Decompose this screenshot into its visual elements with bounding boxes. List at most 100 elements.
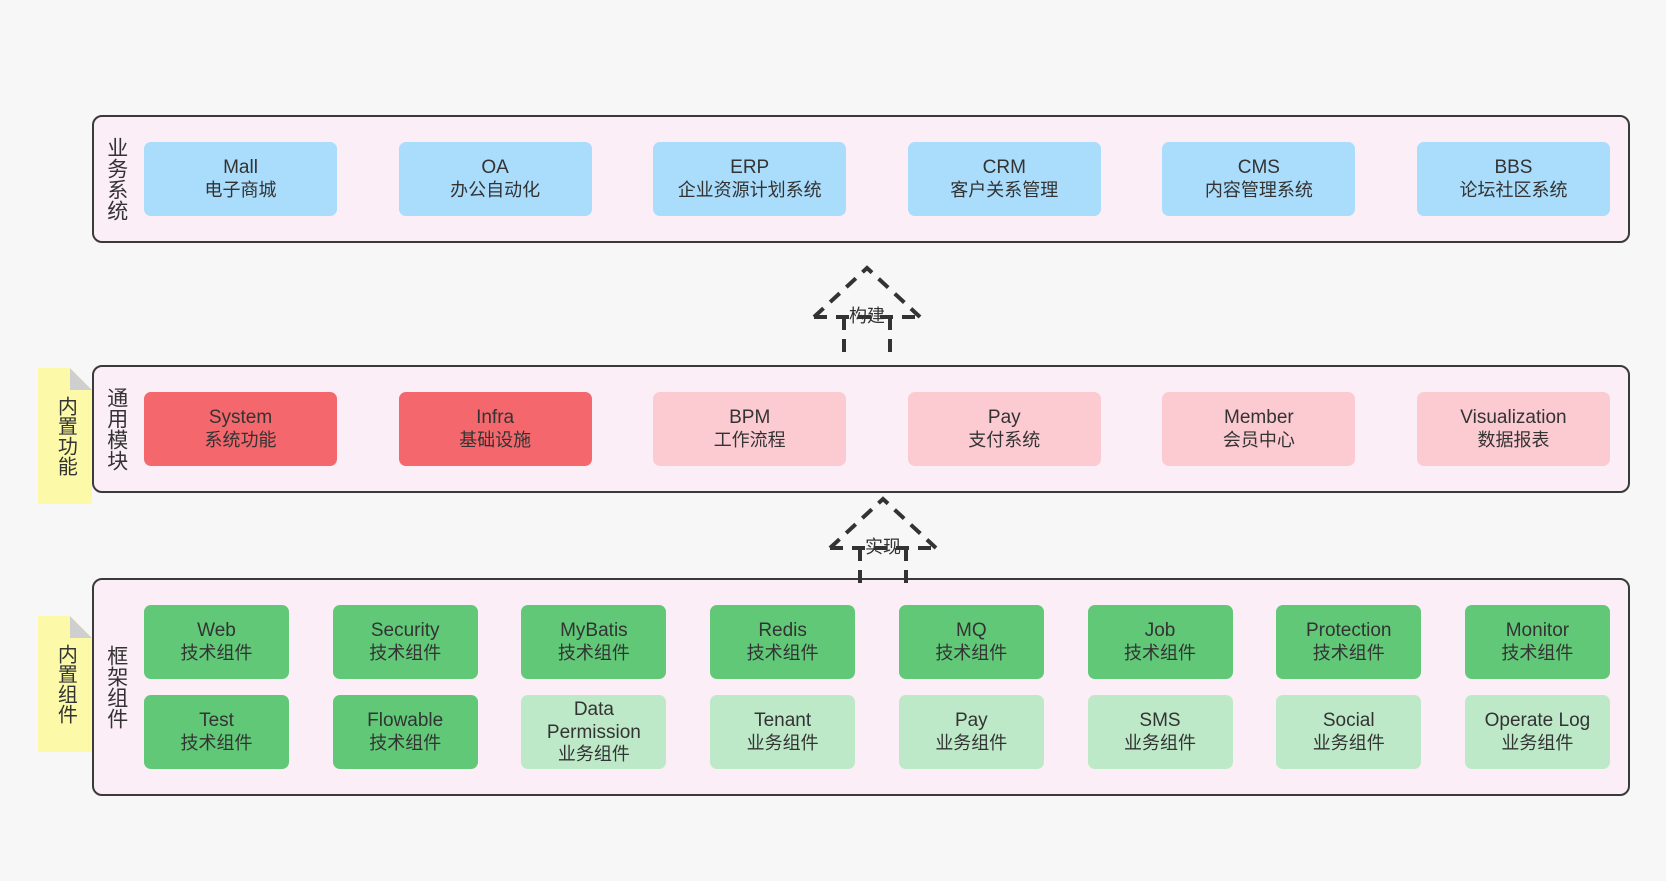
node-title: Visualization	[1460, 407, 1567, 429]
node-subtitle: 技术组件	[369, 642, 442, 663]
node-redis[interactable]: Redis 技术组件	[710, 605, 856, 679]
node-subtitle: 基础设施	[459, 429, 532, 450]
node-cms[interactable]: CMS 内容管理系统	[1162, 142, 1356, 216]
node-title: BBS	[1494, 157, 1533, 179]
node-title: BPM	[729, 407, 771, 429]
node-title: Infra	[476, 407, 515, 429]
node-mybatis[interactable]: MyBatis 技术组件	[521, 605, 667, 679]
node-title: OA	[481, 157, 509, 179]
node-subtitle: 业务组件	[1124, 732, 1197, 753]
node-title: Data Permission	[546, 698, 641, 744]
connector-build-label: 构建	[849, 306, 885, 326]
node-subtitle: 业务组件	[557, 744, 630, 765]
node-subtitle: 电子商城	[204, 179, 277, 200]
node-title: Security	[370, 620, 440, 642]
node-title: Social	[1322, 710, 1375, 732]
node-title: Pay	[954, 710, 988, 732]
node-subtitle: 会员中心	[1222, 429, 1295, 450]
node-subtitle: 论坛社区系统	[1459, 179, 1568, 200]
connector-build-icon	[812, 265, 922, 354]
node-infra[interactable]: Infra 基础设施	[398, 392, 592, 466]
node-flowable[interactable]: Flowable 技术组件	[332, 695, 478, 769]
node-title: SMS	[1139, 710, 1181, 732]
node-visualization[interactable]: Visualization 数据报表	[1416, 392, 1610, 466]
connector-implement: 实现	[808, 493, 958, 585]
node-mq[interactable]: MQ 技术组件	[898, 605, 1044, 679]
node-subtitle: 企业资源计划系统	[677, 179, 822, 200]
node-erp[interactable]: ERP 企业资源计划系统	[653, 142, 847, 216]
note-builtin-components: 内置组件	[38, 616, 92, 752]
node-title: Pay	[987, 407, 1021, 429]
node-title: Test	[199, 710, 234, 732]
layer-business-system: 业务系统 Mall 电子商城 OA 办公自动化 ERP 企业资源计划系统 CRM	[92, 115, 1630, 243]
node-title: Protection	[1305, 620, 1392, 642]
node-title: MQ	[956, 620, 987, 642]
node-row: Mall 电子商城 OA 办公自动化 ERP 企业资源计划系统 CRM 客户关系…	[144, 142, 1610, 216]
layer-common-module: 通用模块 System 系统功能 Infra 基础设施 BPM 工作流程 Pay	[92, 365, 1630, 493]
layer-framework-component: 框架组件 Web 技术组件 Security 技术组件 MyBatis 技术组件…	[92, 578, 1630, 796]
node-protection[interactable]: Protection 技术组件	[1276, 605, 1422, 679]
node-subtitle: 业务组件	[1501, 732, 1574, 753]
node-row: System 系统功能 Infra 基础设施 BPM 工作流程 Pay 支付系统…	[144, 392, 1610, 466]
node-job[interactable]: Job 技术组件	[1087, 605, 1233, 679]
node-test[interactable]: Test 技术组件	[144, 695, 289, 769]
note-label: 内置组件	[54, 644, 77, 724]
node-subtitle: 数据报表	[1477, 429, 1550, 450]
node-member[interactable]: Member 会员中心	[1162, 392, 1356, 466]
node-subtitle: 工作流程	[713, 429, 786, 450]
node-subtitle: 技术组件	[557, 642, 630, 663]
node-subtitle: 系统功能	[204, 429, 277, 450]
node-data-permission[interactable]: Data Permission 业务组件	[521, 695, 667, 769]
node-subtitle: 业务组件	[935, 732, 1008, 753]
node-web[interactable]: Web 技术组件	[144, 605, 289, 679]
node-title: Flowable	[367, 710, 444, 732]
node-title: CMS	[1237, 157, 1280, 179]
note-label: 内置功能	[54, 396, 77, 476]
node-security[interactable]: Security 技术组件	[332, 605, 478, 679]
node-social[interactable]: Social 业务组件	[1276, 695, 1422, 769]
layer-title-business-system: 业务系统	[104, 137, 128, 221]
node-mall[interactable]: Mall 电子商城	[144, 142, 337, 216]
node-pay-component[interactable]: Pay 业务组件	[898, 695, 1044, 769]
node-pay-module[interactable]: Pay 支付系统	[907, 392, 1101, 466]
node-row: Web 技术组件 Security 技术组件 MyBatis 技术组件 Redi…	[144, 605, 1610, 679]
node-monitor[interactable]: Monitor 技术组件	[1464, 605, 1610, 679]
node-subtitle: 业务组件	[746, 732, 819, 753]
node-title: System	[208, 407, 273, 429]
node-subtitle: 技术组件	[1501, 642, 1574, 663]
node-row: Test 技术组件 Flowable 技术组件 Data Permission …	[144, 695, 1610, 769]
node-tenant[interactable]: Tenant 业务组件	[710, 695, 856, 769]
node-crm[interactable]: CRM 客户关系管理	[907, 142, 1101, 216]
node-subtitle: 技术组件	[180, 642, 253, 663]
node-title: Web	[197, 620, 236, 642]
node-title: Mall	[223, 157, 258, 179]
node-subtitle: 客户关系管理	[950, 179, 1059, 200]
layer-body-common-module: System 系统功能 Infra 基础设施 BPM 工作流程 Pay 支付系统…	[138, 367, 1628, 491]
node-subtitle: 支付系统	[968, 429, 1041, 450]
node-title: Redis	[758, 620, 807, 642]
note-fold-corner-icon	[70, 368, 92, 390]
node-subtitle: 技术组件	[746, 642, 819, 663]
note-builtin-features: 内置功能	[38, 368, 92, 504]
node-title: Member	[1224, 407, 1294, 429]
node-subtitle: 办公自动化	[450, 179, 541, 200]
node-bpm[interactable]: BPM 工作流程	[653, 392, 847, 466]
node-subtitle: 技术组件	[1124, 642, 1197, 663]
node-sms[interactable]: SMS 业务组件	[1087, 695, 1233, 769]
connector-build: 构建	[792, 262, 942, 354]
node-title: Tenant	[754, 710, 812, 732]
connector-implement-label: 实现	[865, 537, 901, 557]
layer-body-framework-component: Web 技术组件 Security 技术组件 MyBatis 技术组件 Redi…	[138, 580, 1628, 794]
node-title: Job	[1144, 620, 1176, 642]
node-operate-log[interactable]: Operate Log 业务组件	[1464, 695, 1610, 769]
node-title: Monitor	[1505, 620, 1570, 642]
node-oa[interactable]: OA 办公自动化	[398, 142, 592, 216]
node-subtitle: 技术组件	[935, 642, 1008, 663]
layer-title-framework-component: 框架组件	[104, 645, 128, 729]
connector-implement-icon	[828, 496, 938, 585]
node-system[interactable]: System 系统功能	[144, 392, 337, 466]
node-bbs[interactable]: BBS 论坛社区系统	[1416, 142, 1610, 216]
node-subtitle: 技术组件	[369, 732, 442, 753]
node-subtitle: 技术组件	[1312, 642, 1385, 663]
